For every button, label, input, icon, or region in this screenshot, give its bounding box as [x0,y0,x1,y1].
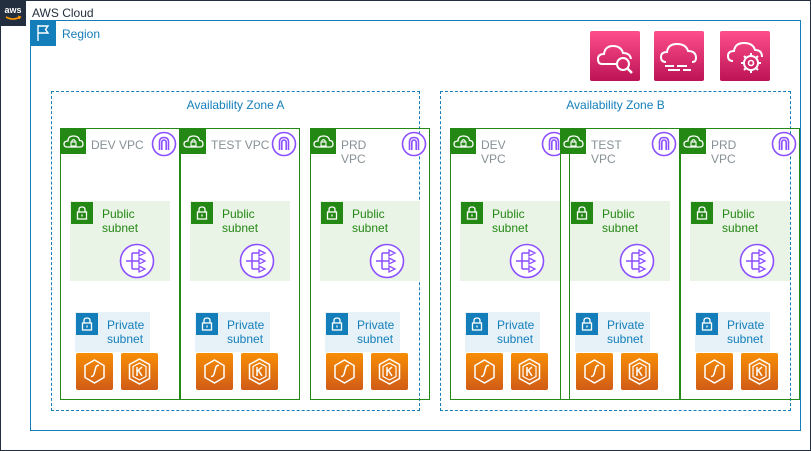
vpc-group: TEST VPC Public subnet [180,128,300,400]
private-subnet-label: Private subnet [727,318,765,346]
public-subnet: Public subnet [190,201,290,281]
aws-logo-text: aws [4,5,21,15]
private-subnet-label: Private subnet [227,318,265,346]
eks-kubernetes-icon [621,353,658,390]
vpc-icon [681,129,706,154]
availability-zone-b: Availability Zone B [440,91,791,411]
public-subnet-lock-icon [691,202,713,224]
elastic-load-balancer-icon [509,243,545,279]
public-subnet-label: Public subnet [492,207,529,235]
eks-kubernetes-icon [121,353,158,390]
managed-config-icon [720,31,770,81]
vpc-icon [311,129,336,154]
private-subnet-label: Private subnet [497,318,535,346]
private-subnet: Private subnet [75,312,150,352]
vpc-label: PRD VPC [341,138,367,166]
eks-kubernetes-icon [741,353,778,390]
private-subnet-label: Private subnet [357,318,395,346]
private-subnet-lock-icon [576,313,598,335]
public-subnet-label: Public subnet [722,207,759,235]
elastic-load-balancer-icon [739,243,775,279]
eks-kubernetes-icon [241,353,278,390]
private-subnet-label: Private subnet [607,318,645,346]
elastic-load-balancer-icon [119,243,155,279]
availability-zone-label: Availability Zone A [186,98,285,112]
lambda-function-icon [576,353,613,390]
availability-zone-label: Availability Zone B [566,98,665,112]
private-subnet-label: Private subnet [107,318,145,346]
private-subnet: Private subnet [325,312,400,352]
elastic-load-balancer-icon [239,243,275,279]
lambda-function-icon [696,353,733,390]
public-subnet-label: Public subnet [602,207,639,235]
public-subnet-label: Public subnet [102,207,139,235]
public-subnet-lock-icon [321,202,343,224]
public-subnet-label: Public subnet [352,207,389,235]
internet-gateway-icon [151,131,177,157]
private-subnet-lock-icon [696,313,718,335]
vpc-icon [451,129,476,154]
internet-gateway-icon [271,131,297,157]
vpc-group: DEV VPC Public subnet [450,128,570,400]
vpc-label: TEST VPC [211,138,270,152]
region-flag-icon [30,20,56,46]
vpc-group: TEST VPC Public subnet [560,128,680,400]
public-subnet-lock-icon [571,202,593,224]
lambda-function-icon [466,353,503,390]
vpc-label: TEST VPC [591,138,622,166]
public-subnet-label: Public subnet [222,207,259,235]
internet-gateway-icon [771,131,797,157]
public-subnet-lock-icon [461,202,483,224]
public-subnet-lock-icon [191,202,213,224]
public-subnet: Public subnet [690,201,790,281]
lambda-function-icon [326,353,363,390]
vpc-icon [181,129,206,154]
region-group [30,20,801,431]
aws-cloud-label: AWS Cloud [32,6,94,20]
internet-gateway-icon [401,131,427,157]
vpc-label: PRD VPC [711,138,737,166]
private-subnet-lock-icon [466,313,488,335]
vpc-label: DEV VPC [91,138,144,152]
cloudwatch-logs-icon [654,31,704,81]
vpc-group: DEV VPC Public subnet [60,128,180,400]
public-subnet: Public subnet [570,201,670,281]
region-label: Region [62,27,101,41]
public-subnet: Public subnet [70,201,170,281]
lambda-function-icon [196,353,233,390]
eks-kubernetes-icon [371,353,408,390]
internet-gateway-icon [651,131,677,157]
aws-logo-icon: aws [0,0,26,26]
public-subnet: Public subnet [320,201,420,281]
private-subnet-lock-icon [76,313,98,335]
elastic-load-balancer-icon [619,243,655,279]
lambda-function-icon [76,353,113,390]
private-subnet: Private subnet [465,312,540,352]
vpc-group: PRD VPC Public subnet [310,128,430,400]
private-subnet: Private subnet [695,312,770,352]
private-subnet-lock-icon [196,313,218,335]
public-subnet: Public subnet [460,201,560,281]
cloudwatch-logs-insights-icon [590,31,640,81]
public-subnet-lock-icon [71,202,93,224]
private-subnet: Private subnet [195,312,270,352]
private-subnet-lock-icon [326,313,348,335]
vpc-icon [61,129,86,154]
eks-kubernetes-icon [511,353,548,390]
vpc-icon [561,129,586,154]
vpc-label: DEV VPC [481,138,506,166]
private-subnet: Private subnet [575,312,650,352]
vpc-group: PRD VPC Public subnet [680,128,800,400]
elastic-load-balancer-icon [369,243,405,279]
